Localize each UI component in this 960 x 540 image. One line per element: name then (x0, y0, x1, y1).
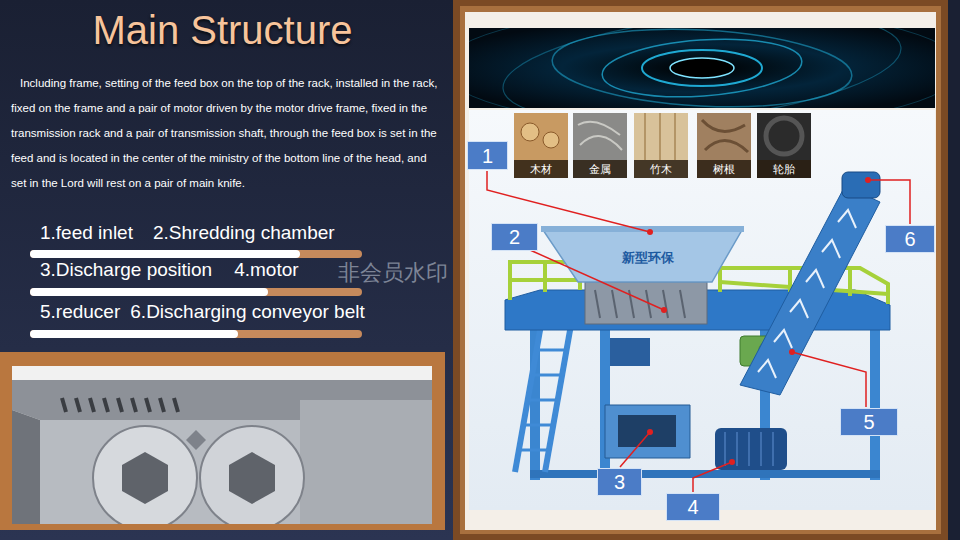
root-strands (702, 120, 748, 152)
material-tile (573, 113, 627, 178)
bar-fill (30, 250, 300, 258)
watermark: 非会员水印 (338, 260, 448, 286)
leader-dots (647, 177, 871, 465)
part-list-row: 1.feed inlet 2.Shredding chamber (40, 222, 335, 244)
callout-box: 1 (467, 141, 508, 170)
part-list-item: 6.Discharging conveyor belt (130, 301, 364, 323)
swirl-rings (469, 28, 935, 108)
material-tile (757, 113, 811, 178)
leader-line (868, 180, 910, 224)
bar-track (30, 250, 362, 258)
bar-track (30, 288, 362, 296)
motor (715, 428, 787, 470)
motor-fins (725, 432, 773, 466)
leader-line (620, 432, 650, 467)
material-label: 轮胎 (757, 160, 811, 178)
leader-lines (487, 171, 910, 492)
part-list-row: 5.reducer 6.Discharging conveyor belt (40, 301, 365, 323)
tile-caption-strip (634, 160, 688, 178)
conveyor-belt (740, 186, 880, 395)
bamboo-grain (645, 113, 675, 160)
chamber-teeth (595, 290, 685, 318)
housing-side (12, 410, 40, 524)
left-background (0, 0, 453, 540)
bar-fill (30, 330, 238, 338)
material-label: 金属 (573, 160, 627, 178)
hex-shaft (122, 452, 168, 504)
description-text: Including frame, setting of the feed box… (11, 71, 439, 196)
bar-track (30, 330, 362, 338)
callout-box: 2 (491, 223, 538, 251)
tile-caption-strip (514, 160, 568, 178)
leader-dot (647, 229, 653, 235)
discharge-box (605, 405, 690, 458)
discharge-opening (618, 415, 676, 447)
tile-caption-strip (757, 160, 811, 178)
feed-hopper (543, 230, 742, 282)
cutter-disc (200, 426, 304, 524)
bar-fill (30, 288, 268, 296)
callout-number: 4 (687, 497, 698, 517)
leader-dot (647, 429, 653, 435)
callout-box: 5 (840, 408, 898, 436)
part-list-item: 5.reducer (40, 301, 120, 323)
housing-end (300, 400, 432, 524)
callout-number: 5 (863, 412, 874, 432)
log-end (543, 132, 559, 148)
brand-logo-text: 新型环保 (622, 250, 674, 266)
callout-number: 2 (509, 227, 520, 247)
swirl-image (469, 28, 935, 108)
picture-ground (465, 12, 936, 530)
picture-frame-inner (460, 6, 941, 534)
material-label: 竹木 (634, 160, 688, 178)
part-list-item: 4.motor (234, 259, 298, 281)
scrap-metal (578, 122, 622, 150)
belt-chevrons (758, 210, 856, 378)
shaft-illustration (12, 380, 432, 524)
hopper-rim (541, 226, 744, 232)
tile-caption-strip (573, 160, 627, 178)
part-list-row: 3.Discharge position 4.motor (40, 259, 299, 281)
machine-image-ground (469, 110, 935, 510)
material-label: 树根 (697, 160, 751, 178)
picture-frame (453, 0, 948, 540)
callout-number: 6 (904, 229, 915, 249)
tile-caption-strip (697, 160, 751, 178)
callout-box: 3 (597, 468, 642, 496)
material-tile (634, 113, 688, 178)
part-list-item: 3.Discharge position (40, 259, 212, 281)
leader-dot (865, 177, 871, 183)
part-list-item: 1.feed inlet (40, 222, 133, 244)
leader-line (792, 352, 866, 407)
material-label: 木材 (514, 160, 568, 178)
gearbox (610, 338, 650, 366)
callout-box: 6 (885, 225, 935, 253)
tire-shape (766, 118, 802, 154)
callout-box: 4 (666, 493, 720, 521)
shredding-chamber (585, 282, 707, 324)
log-end (521, 123, 539, 141)
cutter-tooth (186, 430, 206, 450)
conveyor-head-motor (842, 172, 880, 198)
stair-steps (519, 325, 571, 450)
base-beam (530, 470, 880, 478)
frame-leg (870, 330, 880, 480)
material-tile (514, 113, 568, 178)
slide-title: Main Structure (0, 8, 445, 53)
right-ground (453, 0, 960, 540)
hex-shaft (229, 452, 275, 504)
shredder-illustration (505, 172, 890, 480)
leader-dot (789, 349, 795, 355)
callout-number: 3 (614, 472, 625, 492)
callout-number: 1 (482, 146, 493, 166)
leader-dot (661, 307, 667, 313)
picture-frame (0, 352, 445, 530)
part-list-item: 2.Shredding chamber (153, 222, 335, 244)
leader-line (693, 462, 732, 492)
leader-dot (729, 459, 735, 465)
material-tile (697, 113, 751, 178)
cutter-disc (93, 426, 197, 524)
housing-slots (62, 398, 178, 412)
